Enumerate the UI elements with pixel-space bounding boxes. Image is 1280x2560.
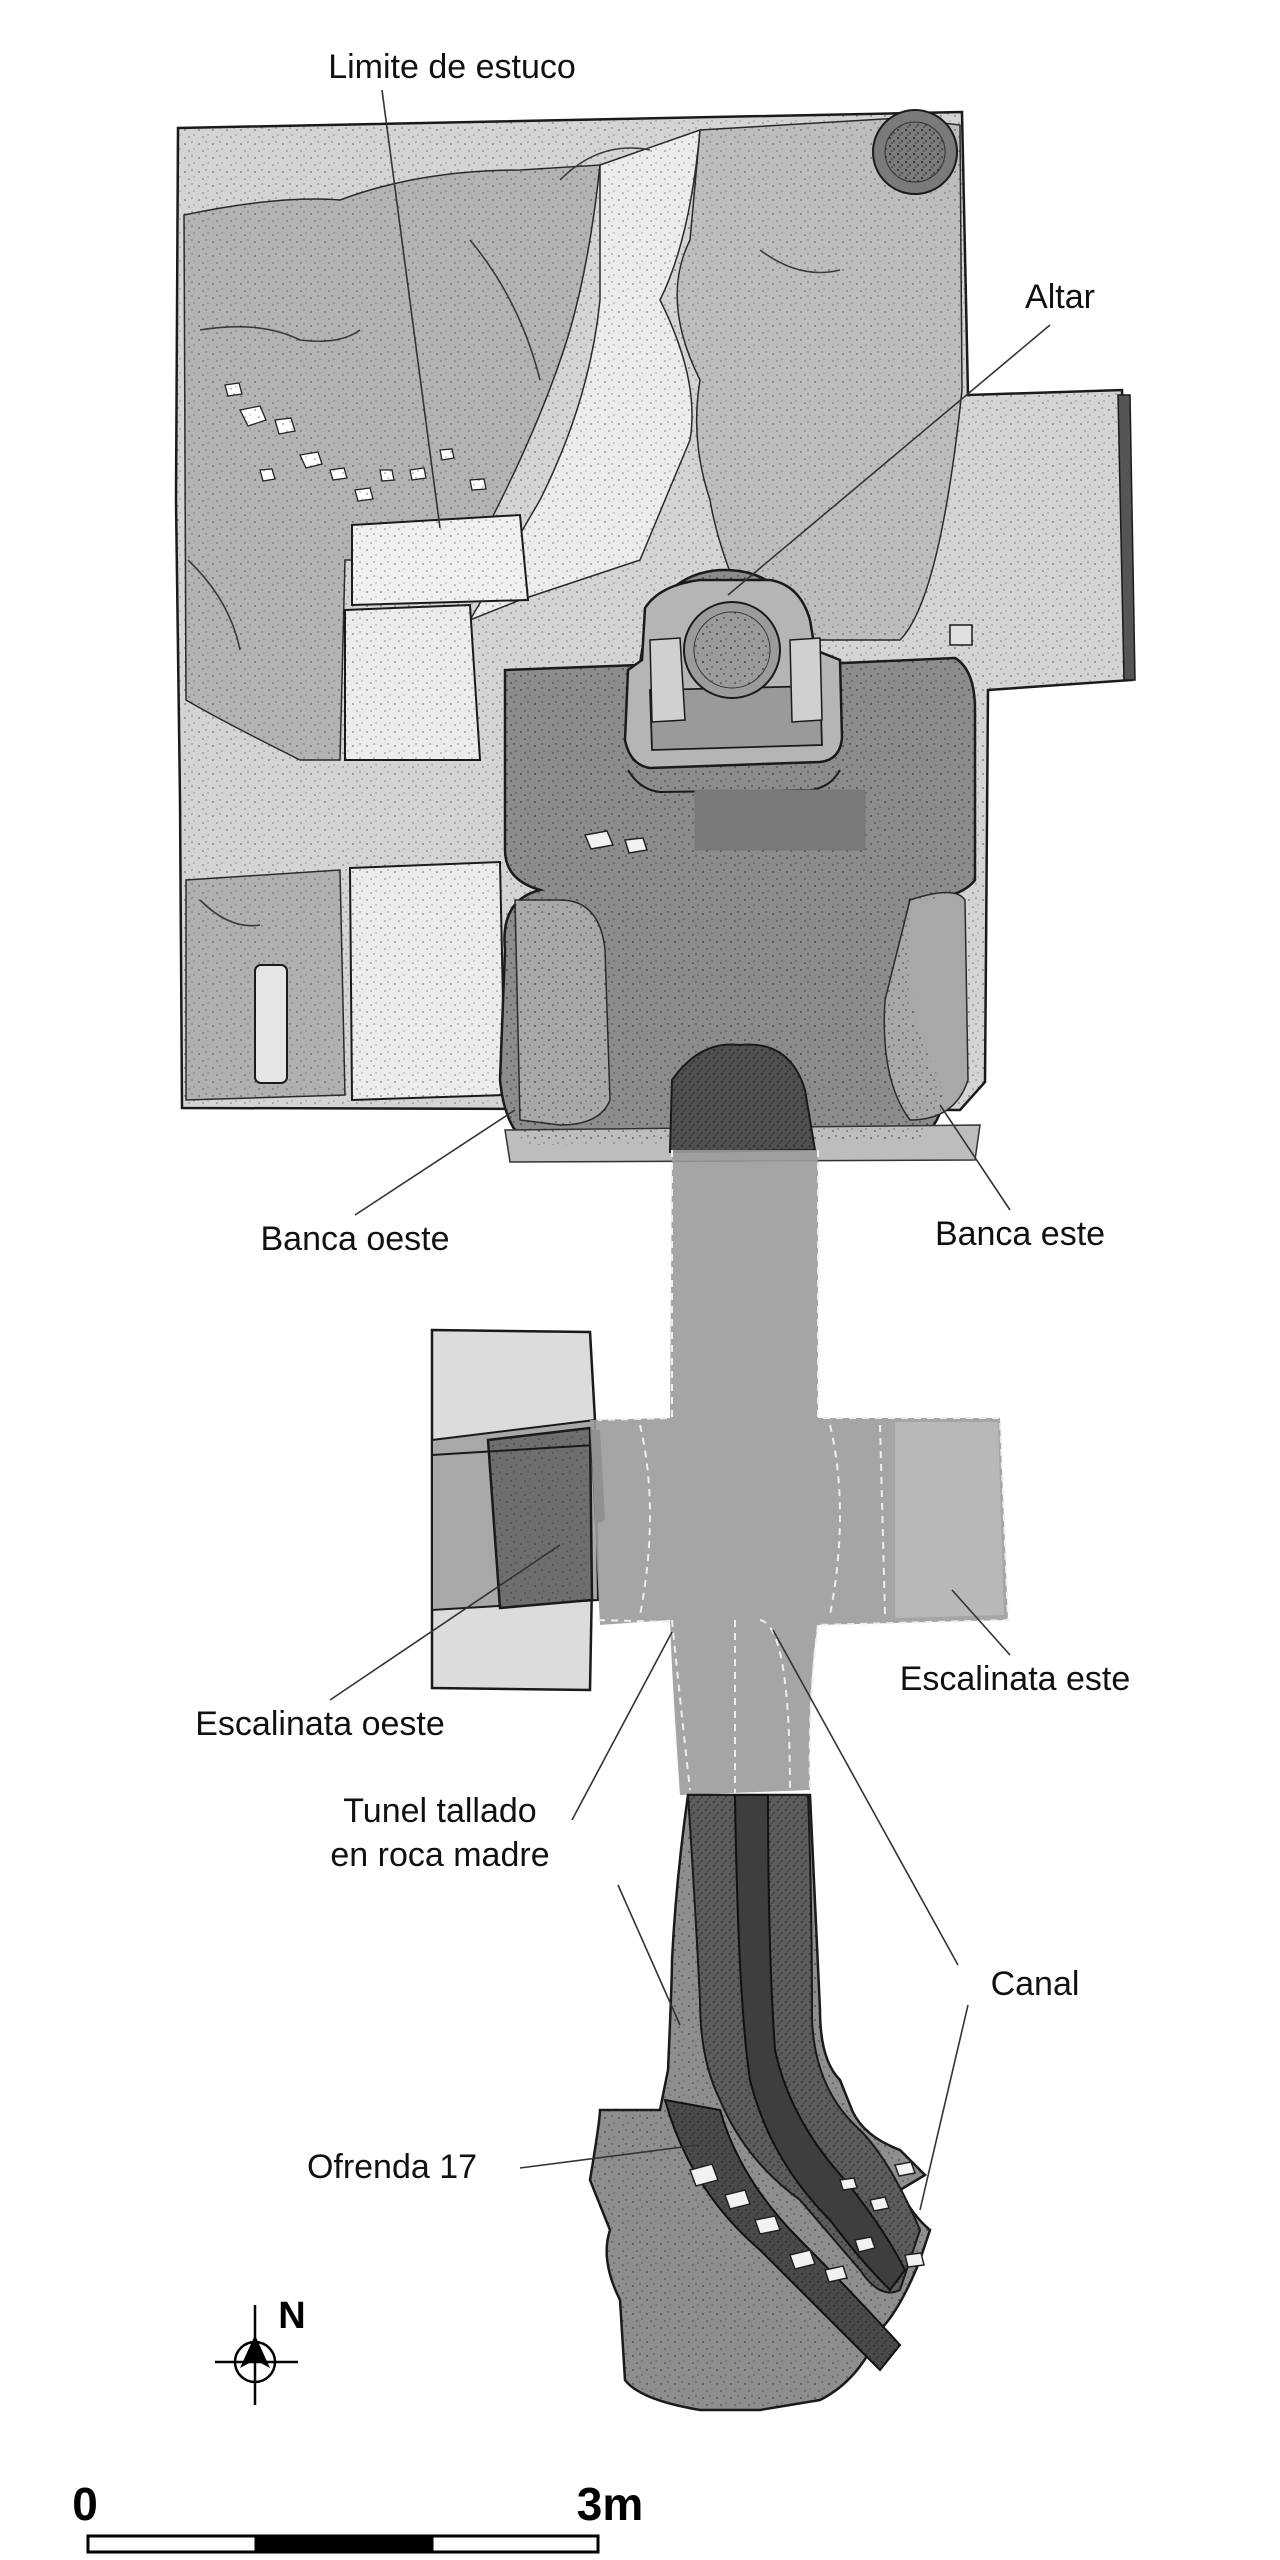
corridor xyxy=(430,1150,1010,1795)
scale-segment-1 xyxy=(86,2534,258,2554)
label-altar: Altar xyxy=(1025,278,1095,316)
label-escalinata-oeste: Escalinata oeste xyxy=(195,1705,445,1743)
label-banca-este: Banca este xyxy=(935,1215,1105,1253)
north-arrow: N xyxy=(215,2295,306,2405)
north-arrow-pointer-icon xyxy=(240,2335,270,2368)
label-tunel-line2: en roca madre xyxy=(330,1836,549,1874)
scale-bar: 0 3m xyxy=(72,2478,643,2554)
label-canal: Canal xyxy=(991,1965,1080,2003)
scale-start-label: 0 xyxy=(72,2478,98,2530)
tunnel xyxy=(588,1793,932,2412)
north-label: N xyxy=(278,2295,305,2337)
label-escalinata-este: Escalinata este xyxy=(900,1660,1131,1698)
scale-segment-3 xyxy=(430,2534,600,2554)
label-tunel-line1: Tunel tallado xyxy=(343,1792,536,1830)
sanctuary xyxy=(498,568,981,1163)
label-banca-oeste: Banca oeste xyxy=(260,1220,449,1258)
label-limite-de-estuco: Limite de estuco xyxy=(328,48,576,86)
scale-segment-2 xyxy=(254,2534,434,2554)
labels: Limite de estuco Altar Banca oeste Banca… xyxy=(195,48,1131,2211)
scale-end-label: 3m xyxy=(577,2478,643,2530)
label-ofrenda-17: Ofrenda 17 xyxy=(307,2148,477,2186)
